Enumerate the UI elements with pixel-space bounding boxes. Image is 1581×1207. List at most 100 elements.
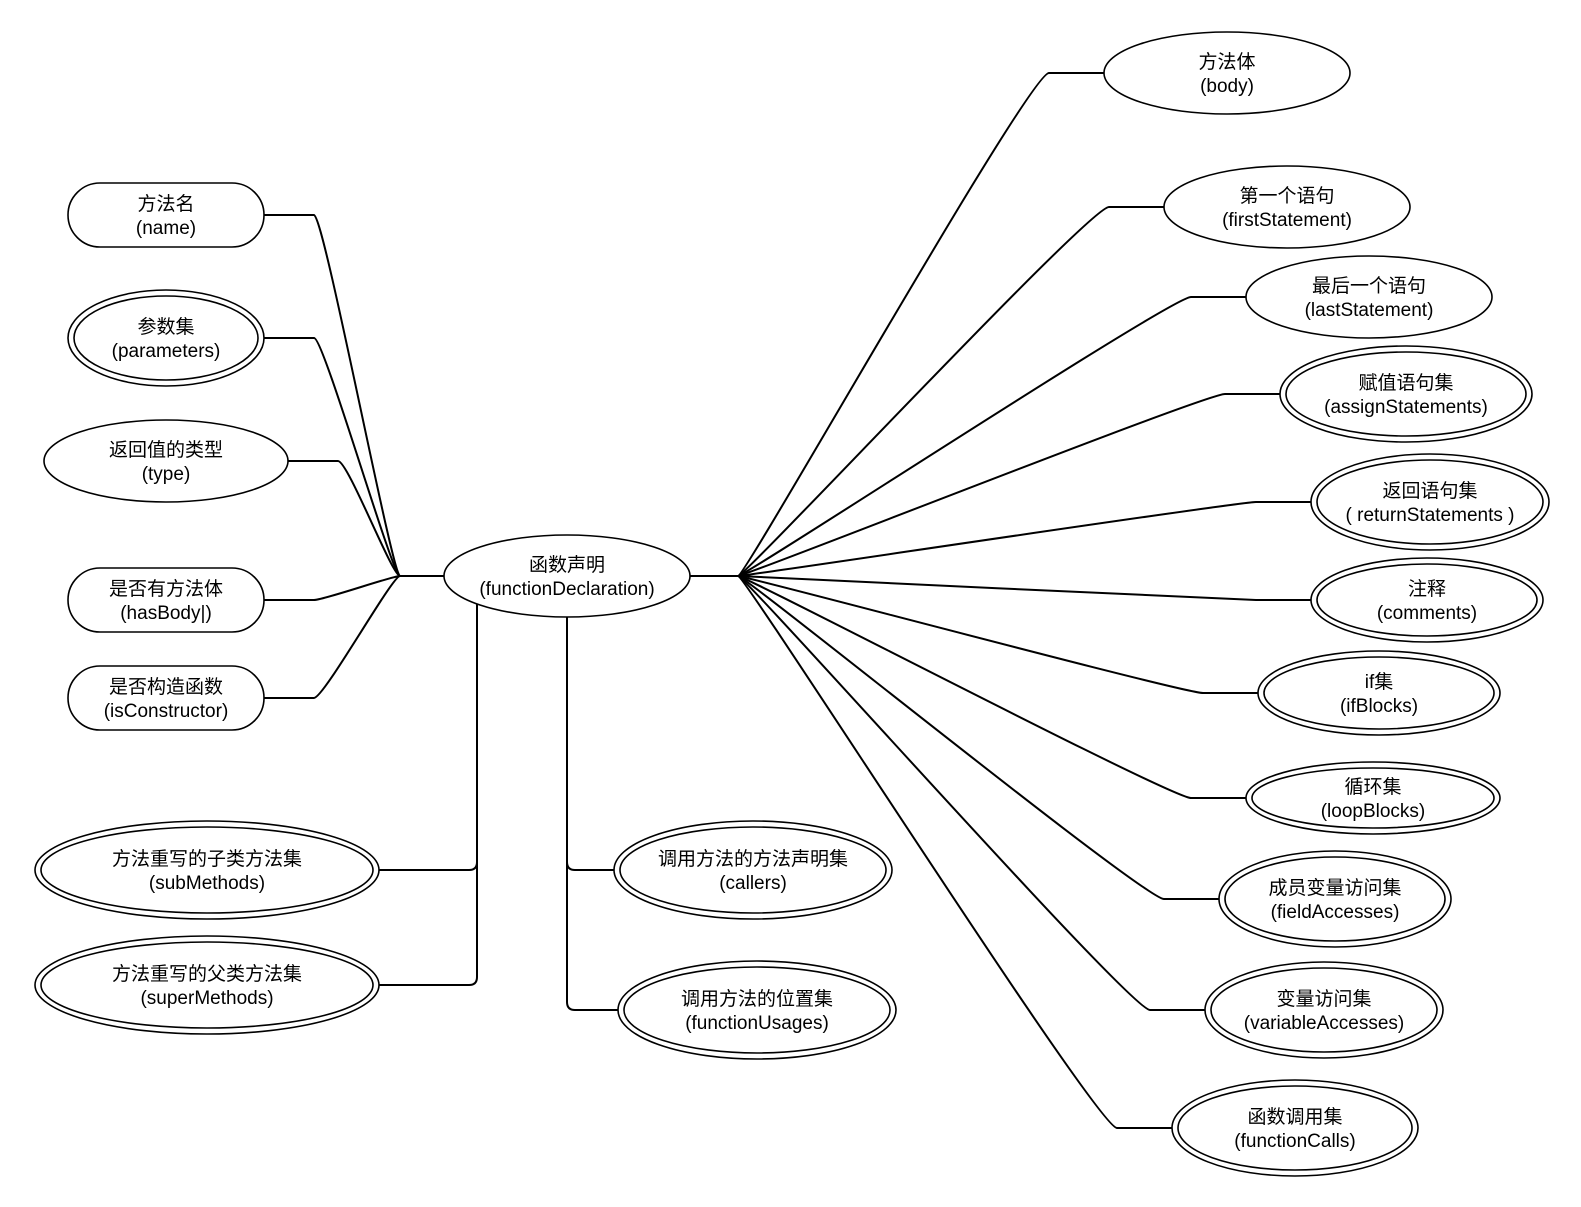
node-label-en: (isConstructor) (104, 701, 229, 722)
inner-ellipse-shape (1285, 351, 1527, 437)
node-subMethods[interactable]: 方法重写的子类方法集 (subMethods) (34, 820, 380, 920)
node-label-cn: 调用方法的位置集 (681, 988, 833, 1010)
node-label-en: (type) (142, 464, 191, 485)
edge-parameters (264, 337, 401, 577)
inner-ellipse-shape (73, 295, 259, 381)
node-body[interactable]: 方法体 (body) (1103, 31, 1351, 115)
node-label-cn: 参数集 (137, 316, 194, 338)
edge-callers (566, 617, 614, 871)
edge-returnStatements (737, 501, 1311, 577)
node-label-en: (parameters) (112, 341, 221, 362)
node-label-cn: 成员变量访问集 (1268, 877, 1401, 899)
rounded-rect-shape (67, 182, 265, 248)
node-label-cn: 返回值的类型 (109, 439, 223, 461)
node-label-en: (comments) (1377, 603, 1477, 624)
inner-ellipse-shape (1177, 1085, 1413, 1171)
edge-name (264, 214, 401, 577)
node-name[interactable]: 方法名 (name) (67, 182, 265, 248)
node-label-en: (name) (136, 218, 196, 239)
inner-ellipse-shape (40, 941, 374, 1029)
edge-variableAccesses (737, 575, 1205, 1011)
node-type[interactable]: 返回值的类型 (type) (43, 419, 289, 503)
node-superMethods[interactable]: 方法重写的父类方法集 (superMethods) (34, 935, 380, 1035)
node-label-en: (functionDeclaration) (479, 579, 654, 600)
node-label-en: (body) (1200, 76, 1254, 97)
edge-hasBody (264, 575, 401, 601)
edge-lastStatement (737, 296, 1246, 577)
rounded-rect-shape (67, 665, 265, 731)
node-functionUsages[interactable]: 调用方法的位置集 (functionUsages) (617, 960, 897, 1060)
edge-assignStatements (737, 393, 1280, 577)
node-label-cn: 返回语句集 (1382, 480, 1477, 502)
node-label-en: (superMethods) (140, 988, 273, 1009)
inner-ellipse-shape (1316, 563, 1538, 637)
node-loopBlocks[interactable]: 循环集 (loopBlocks) (1245, 761, 1501, 835)
edge-isConstructor (264, 575, 401, 699)
node-lastStatement[interactable]: 最后一个语句 (lastStatement) (1245, 255, 1493, 339)
node-label-en: (callers) (719, 873, 787, 894)
node-label-en: (assignStatements) (1324, 397, 1488, 418)
inner-ellipse-shape (1210, 967, 1438, 1053)
node-label-cn: 方法重写的父类方法集 (112, 963, 302, 985)
connector-lines (264, 72, 1311, 1129)
node-callers[interactable]: 调用方法的方法声明集 (callers) (613, 820, 893, 920)
node-comments[interactable]: 注释 (comments) (1310, 557, 1544, 643)
node-hasBody[interactable]: 是否有方法体(hasBody|) (67, 567, 265, 633)
node-label-cn: 注释 (1408, 578, 1446, 600)
node-label-en: (fieldAccesses) (1271, 902, 1400, 923)
node-label-cn: 调用方法的方法声明集 (658, 848, 848, 870)
node-label-en: (loopBlocks) (1321, 801, 1426, 822)
ellipse-shape (1163, 165, 1411, 249)
edge-subMethods (379, 604, 478, 871)
ellipse-shape (1103, 31, 1351, 115)
node-label-en: (functionCalls) (1234, 1131, 1355, 1152)
node-label-cn: 最后一个语句 (1312, 275, 1426, 297)
rounded-rect-shape (67, 567, 265, 633)
node-label-cn: 是否构造函数 (109, 676, 223, 698)
edge-body (737, 72, 1104, 577)
ellipse-shape (43, 419, 289, 503)
node-variableAccesses[interactable]: 变量访问集(variableAccesses) (1204, 961, 1444, 1059)
node-label-cn: 方法名 (137, 193, 194, 215)
node-label-cn: 函数声明 (529, 554, 605, 576)
node-assignStatements[interactable]: 赋值语句集 (assignStatements) (1279, 345, 1533, 443)
inner-ellipse-shape (1251, 767, 1495, 829)
edge-firstStatement (737, 206, 1164, 577)
edge-loopBlocks (737, 575, 1246, 799)
edge-type (288, 460, 401, 577)
inner-ellipse-shape (1316, 459, 1544, 545)
edge-ifBlocks (737, 575, 1258, 694)
ellipse-shape (443, 534, 691, 618)
node-firstStatement[interactable]: 第一个语句 (firstStatement) (1163, 165, 1411, 249)
edge-functionCalls (737, 575, 1172, 1129)
nodes: 函数声明 (functionDeclaration) 方法名 (name) 参数集 (pa… (34, 31, 1550, 1177)
inner-ellipse-shape (623, 966, 891, 1054)
node-isConstructor[interactable]: 是否构造函数 (isConstructor) (67, 665, 265, 731)
node-label-cn: 第一个语句 (1239, 185, 1334, 207)
node-label-en: (firstStatement) (1222, 210, 1352, 231)
node-functionCalls[interactable]: 函数调用集(functionCalls) (1171, 1079, 1419, 1177)
node-label-en: (ifBlocks) (1340, 696, 1418, 717)
edge-superMethods (379, 604, 478, 986)
node-parameters[interactable]: 参数集 (parameters) (67, 289, 265, 387)
node-label-en: (functionUsages) (685, 1013, 829, 1034)
node-label-cn: 循环集 (1344, 776, 1401, 798)
edge-fieldAccesses (737, 575, 1219, 900)
node-label-en: ( returnStatements ) (1346, 505, 1515, 526)
node-label-cn: 方法重写的子类方法集 (112, 848, 302, 870)
node-label-cn: 方法体 (1198, 51, 1255, 73)
node-returnStatements[interactable]: 返回语句集 ( returnStatements ) (1310, 453, 1550, 551)
node-functionDeclaration[interactable]: 函数声明 (functionDeclaration) (443, 534, 691, 618)
inner-ellipse-shape (1263, 656, 1495, 730)
node-label-en: (hasBody|) (120, 603, 212, 624)
node-label-en: (lastStatement) (1305, 300, 1434, 321)
ellipse-shape (1245, 255, 1493, 339)
node-ifBlocks[interactable]: if集 (ifBlocks) (1257, 650, 1501, 736)
node-label-cn: 赋值语句集 (1358, 372, 1453, 394)
inner-ellipse-shape (619, 826, 887, 914)
node-label-cn: if集 (1365, 671, 1394, 693)
node-fieldAccesses[interactable]: 成员变量访问集 (fieldAccesses) (1218, 850, 1452, 948)
node-label-en: (subMethods) (149, 873, 265, 894)
inner-ellipse-shape (1224, 856, 1446, 942)
